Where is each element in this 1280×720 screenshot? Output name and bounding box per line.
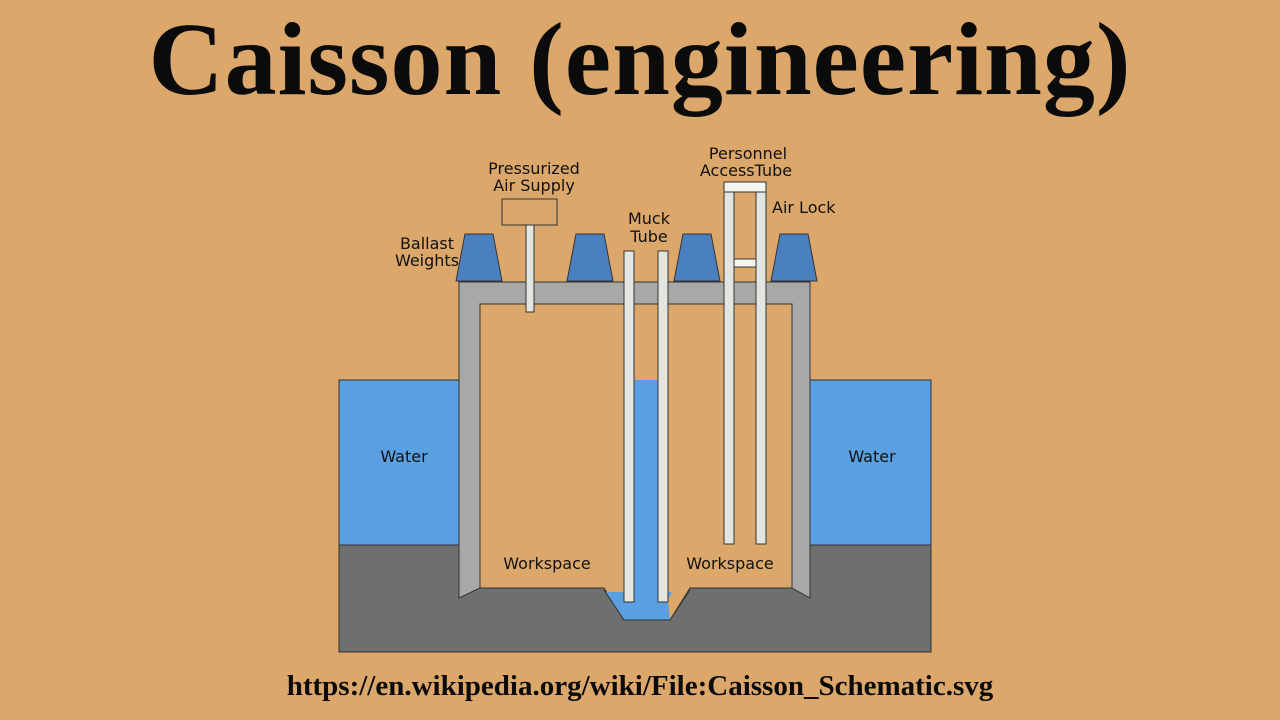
label-personnel-access-tube-1: Personnel [709,144,787,163]
muck-tube-left-wall [623,250,635,603]
ballast-weight [673,233,721,282]
ballast-weight [770,233,818,282]
muck-pit-water [606,592,672,620]
source-url: https://en.wikipedia.org/wiki/File:Caiss… [286,670,994,702]
water-right [809,379,932,547]
label-pressurized-air-supply-1: Pressurized [488,159,580,178]
muck-pit [603,589,691,621]
label-workspace-left: Workspace [503,554,590,573]
label-air-lock: Air Lock [772,198,836,217]
air-supply-box [501,198,558,226]
label-personnel-access-tube-2: AccessTube [700,161,792,180]
label-water-right: Water [848,447,896,466]
access-tube-cap [723,181,767,193]
label-water-left: Water [380,447,428,466]
label-muck-tube-1: Muck [628,209,671,228]
label-ballast-weights-2: Weights [395,251,459,270]
air-lock-door [733,258,757,268]
access-tube-right-wall [755,191,767,545]
caisson-wall [458,281,811,599]
label-ballast-weights-1: Ballast [400,234,454,253]
water-left [338,379,461,547]
muck-tube-water [634,380,658,602]
muck-tube-right-wall [657,250,669,603]
air-supply-pipe [525,224,535,313]
ballast-weight [455,233,503,282]
access-tube-left-wall [723,191,735,545]
label-pressurized-air-supply-2: Air Supply [493,176,575,195]
label-workspace-right: Workspace [686,554,773,573]
ballast-weight [566,233,614,282]
page-title: Caisson (engineering) [148,2,1132,117]
label-muck-tube-2: Tube [629,227,667,246]
